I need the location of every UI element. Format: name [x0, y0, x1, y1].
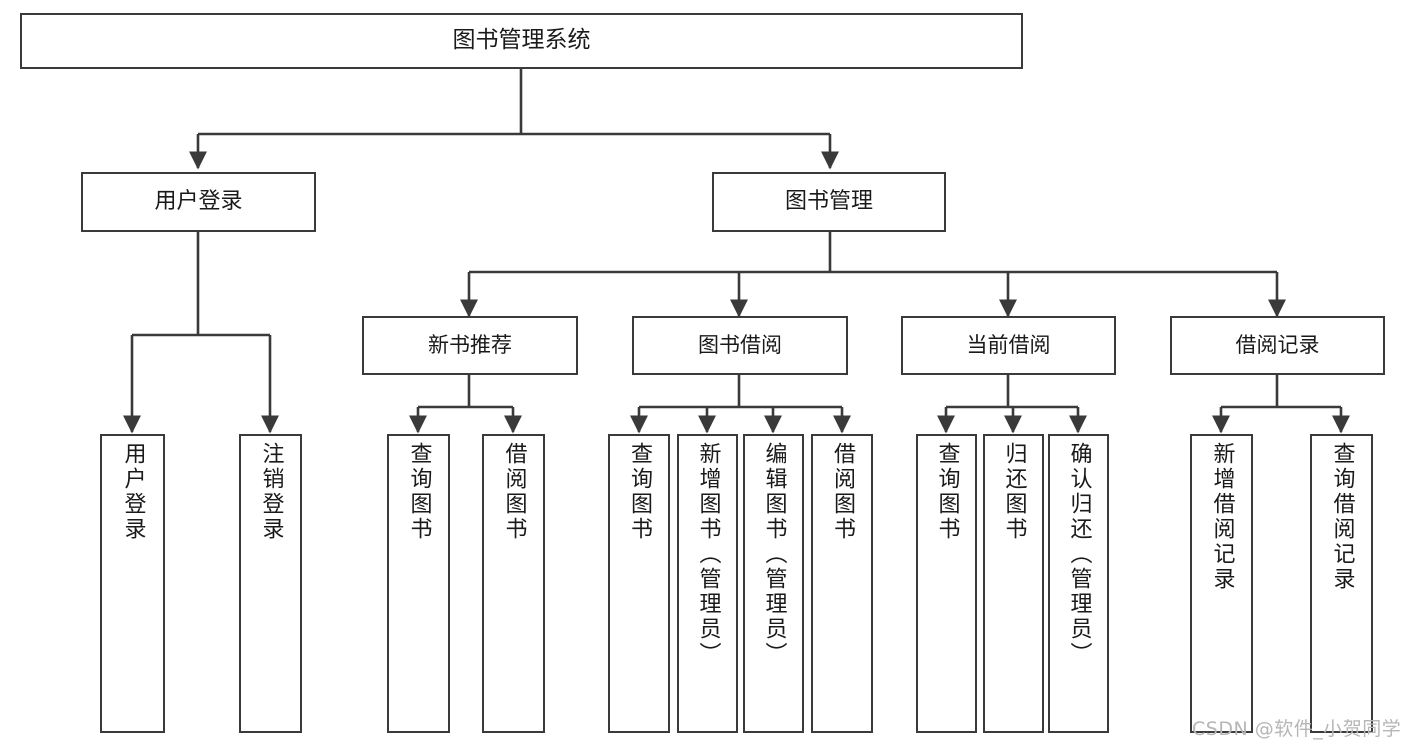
- leaf-borrow-add-book-label: 新增图书（管理员）: [695, 442, 721, 667]
- node-user-login-label: 用户登录: [154, 189, 243, 215]
- node-user-login[interactable]: 用户登录: [81, 172, 316, 232]
- leaf-borrow-add-book[interactable]: 新增图书（管理员）: [677, 434, 738, 733]
- leaf-borrow-edit-book-label: 编辑图书（管理员）: [761, 442, 787, 667]
- leaf-borrow-borrow-book[interactable]: 借阅图书: [811, 434, 873, 733]
- leaf-current-confirm-return[interactable]: 确认归还（管理员）: [1048, 434, 1109, 733]
- leaf-current-return-book[interactable]: 归还图书: [983, 434, 1044, 733]
- leaf-user-login-label: 用户登录: [120, 442, 146, 542]
- leaf-borrow-query-book[interactable]: 查询图书: [608, 434, 670, 733]
- leaf-borrow-edit-book[interactable]: 编辑图书（管理员）: [743, 434, 804, 733]
- node-root-label: 图书管理系统: [452, 27, 591, 54]
- leaf-borrow-borrow-book-label: 借阅图书: [830, 442, 855, 542]
- leaf-records-query[interactable]: 查询借阅记录: [1310, 434, 1373, 733]
- leaf-new-book-query[interactable]: 查询图书: [387, 434, 450, 733]
- node-new-book-recommend[interactable]: 新书推荐: [362, 316, 578, 375]
- node-current-borrow[interactable]: 当前借阅: [901, 316, 1116, 375]
- node-borrow-records[interactable]: 借阅记录: [1170, 316, 1385, 375]
- leaf-records-query-label: 查询借阅记录: [1329, 442, 1355, 592]
- leaf-new-book-query-label: 查询图书: [406, 442, 432, 542]
- leaf-logout-label: 注销登录: [258, 442, 284, 542]
- node-book-management-label: 图书管理: [784, 189, 873, 215]
- leaf-current-query-book[interactable]: 查询图书: [916, 434, 977, 733]
- leaf-current-return-book-label: 归还图书: [1001, 442, 1027, 542]
- node-current-borrow-label: 当前借阅: [966, 333, 1051, 358]
- node-root[interactable]: 图书管理系统: [20, 13, 1023, 69]
- node-book-borrow[interactable]: 图书借阅: [632, 316, 848, 375]
- leaf-current-query-book-label: 查询图书: [934, 442, 960, 542]
- node-book-management[interactable]: 图书管理: [712, 172, 946, 232]
- leaf-user-login[interactable]: 用户登录: [100, 434, 165, 733]
- leaf-new-book-borrow[interactable]: 借阅图书: [482, 434, 545, 733]
- node-borrow-records-label: 借阅记录: [1235, 333, 1320, 358]
- leaf-records-add-label: 新增借阅记录: [1209, 442, 1235, 592]
- leaf-logout[interactable]: 注销登录: [239, 434, 302, 733]
- leaf-new-book-borrow-label: 借阅图书: [501, 442, 527, 542]
- leaf-borrow-query-book-label: 查询图书: [627, 442, 652, 542]
- node-book-borrow-label: 图书借阅: [698, 333, 782, 358]
- leaf-current-confirm-return-label: 确认归还（管理员）: [1066, 442, 1092, 667]
- leaf-records-add[interactable]: 新增借阅记录: [1190, 434, 1253, 733]
- watermark-text: CSDN @软件_小贺同学: [1192, 718, 1402, 740]
- node-new-book-recommend-label: 新书推荐: [428, 333, 512, 358]
